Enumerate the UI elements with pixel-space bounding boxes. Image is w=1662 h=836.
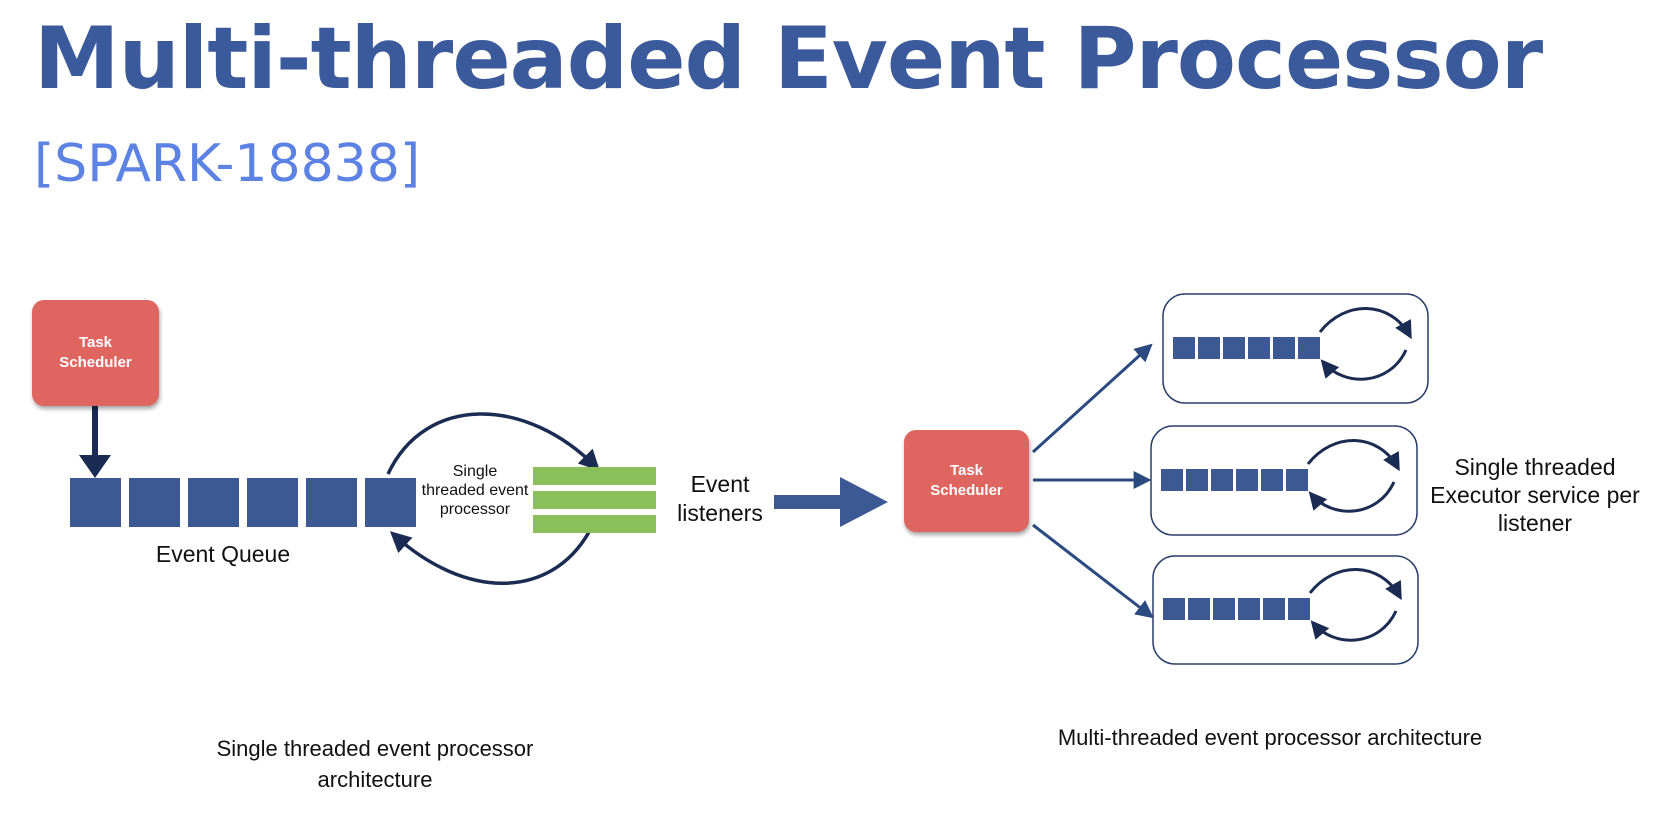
executor-queue-block bbox=[1186, 469, 1208, 491]
queue-block bbox=[188, 478, 239, 527]
executor-queue-block bbox=[1238, 598, 1260, 620]
executor-box-frame bbox=[1162, 293, 1429, 404]
queue-block bbox=[129, 478, 180, 527]
queue-block bbox=[70, 478, 121, 527]
executor-queue-block bbox=[1198, 337, 1220, 359]
executor-queue-block bbox=[1286, 469, 1308, 491]
executor-box-frame bbox=[1150, 425, 1418, 536]
task-scheduler-right: Task Scheduler bbox=[904, 430, 1029, 532]
single-threaded-processor-label: Single threaded event processor bbox=[421, 463, 529, 518]
listener-bar bbox=[533, 491, 656, 509]
executor-loop-arrow bbox=[1308, 568, 1402, 601]
executor-box bbox=[1162, 293, 1429, 404]
task-scheduler-left: Task Scheduler bbox=[32, 300, 159, 406]
executor-queue-block bbox=[1236, 469, 1258, 491]
transition-arrow bbox=[774, 477, 888, 527]
event-queue bbox=[70, 478, 416, 527]
event-listeners-label: Event listeners bbox=[677, 471, 763, 526]
task-scheduler-line2: Scheduler bbox=[930, 482, 1003, 499]
executor-queue-block bbox=[1188, 598, 1210, 620]
task-scheduler-line2: Scheduler bbox=[59, 354, 132, 371]
executor-queue-block bbox=[1263, 598, 1285, 620]
return-arrow bbox=[389, 531, 591, 585]
multi-threaded-caption: Multi-threaded event processor architect… bbox=[1057, 725, 1483, 750]
queue-block bbox=[365, 478, 416, 527]
executor-queue-block bbox=[1273, 337, 1295, 359]
executor-queue-block bbox=[1173, 337, 1195, 359]
executor-queue-block bbox=[1261, 469, 1283, 491]
queue-block bbox=[247, 478, 298, 527]
queue-block bbox=[306, 478, 357, 527]
executor-queue-block bbox=[1223, 337, 1245, 359]
event-listener-bars bbox=[533, 467, 656, 533]
connector-top bbox=[1031, 343, 1153, 454]
executor-box bbox=[1150, 425, 1418, 536]
dispatch-arrow bbox=[386, 412, 600, 475]
executor-loop-arrow bbox=[1320, 349, 1408, 381]
listener-bar bbox=[533, 467, 656, 485]
executor-loop-arrow bbox=[1310, 610, 1398, 642]
connector-bottom bbox=[1032, 523, 1154, 619]
task-scheduler-line1: Task bbox=[949, 462, 984, 479]
listener-bar bbox=[533, 515, 656, 533]
task-scheduler-line1: Task bbox=[78, 334, 113, 351]
executor-queue-block bbox=[1248, 337, 1270, 359]
executor-queue-block bbox=[1213, 598, 1235, 620]
page-title: Multi-threaded Event Processor bbox=[34, 9, 1543, 109]
executor-loop-arrow bbox=[1306, 439, 1400, 472]
executor-queue-block bbox=[1163, 598, 1185, 620]
executor-queue-block bbox=[1298, 337, 1320, 359]
executor-box-frame bbox=[1152, 555, 1419, 665]
page-subtitle: [SPARK-18838] bbox=[34, 134, 421, 194]
executor-queue-block bbox=[1161, 469, 1183, 491]
executor-loop-arrow bbox=[1308, 481, 1396, 513]
executor-queue-block bbox=[1288, 598, 1310, 620]
executor-box bbox=[1152, 555, 1419, 665]
event-queue-label: Event Queue bbox=[155, 541, 291, 567]
executor-queue-block bbox=[1211, 469, 1233, 491]
scheduler-to-queue-arrowhead bbox=[79, 455, 111, 478]
executor-service-label: Single threaded Executor service per lis… bbox=[1430, 454, 1640, 536]
single-threaded-caption: Single threaded event processor architec… bbox=[216, 736, 534, 792]
executor-loop-arrow bbox=[1318, 307, 1412, 340]
